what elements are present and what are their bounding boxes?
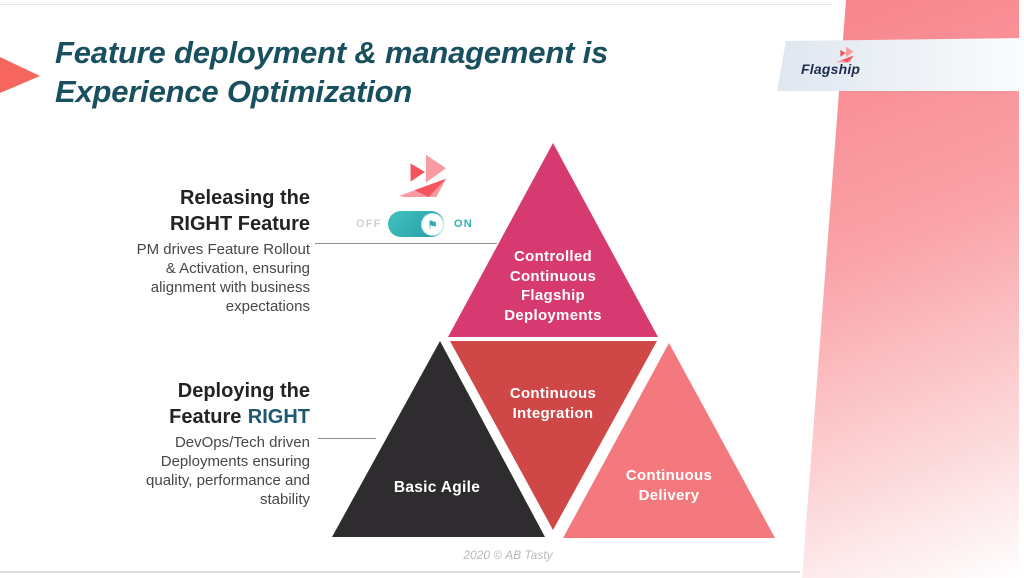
pyramid-label-basic-agile: Basic Agile [360, 478, 514, 498]
connector-line-bottom [318, 438, 376, 439]
heading-prefix: Feature [169, 406, 242, 428]
pyramid-segment-basic-agile [332, 341, 545, 537]
toggle-pill: ⚑ [388, 211, 444, 237]
flagship-logo-icon [836, 46, 854, 63]
pyramid-label-flagship-deployments: Controlled Continuous Flagship Deploymen… [478, 247, 628, 325]
pyramid-segment-continuous-delivery [563, 343, 775, 538]
body-line: DevOps/Tech driven [174, 434, 310, 451]
heading-line: Releasing the [179, 187, 310, 209]
annotation-releasing-right-feature: Releasing the RIGHT Feature PM drives Fe… [118, 185, 310, 316]
copyright-text: 2020 © AB Tasty [463, 548, 553, 562]
title-line-1: Feature deployment & management is [55, 35, 609, 70]
label-line: Basic Agile [393, 479, 481, 496]
label-line: Deployments [504, 306, 602, 324]
heading-line: Deploying the [177, 380, 310, 402]
heading-line: RIGHT Feature [169, 213, 310, 235]
pyramid-label-continuous-delivery: Continuous Delivery [594, 466, 744, 505]
flagship-boat-icon [399, 154, 447, 197]
brand-wordmark: Flagship [801, 61, 861, 77]
annotation-body: PM drives Feature Rollout & Activation, … [118, 240, 310, 316]
body-line: & Activation, ensuring [165, 260, 310, 277]
feature-toggle: OFF ⚑ ON [356, 210, 488, 240]
label-line: Integration [512, 404, 594, 422]
body-line: quality, performance and [146, 472, 310, 489]
toggle-on-label: ON [454, 218, 473, 230]
label-line: Continuous [509, 385, 597, 402]
label-line: Continuous [509, 267, 597, 285]
label-line: Controlled [514, 248, 592, 265]
body-line: PM drives Feature Rollout [136, 241, 310, 258]
annotation-heading: Releasing the RIGHT Feature [118, 185, 310, 237]
pyramid-label-continuous-integration: Continuous Integration [478, 384, 628, 423]
body-line: Deployments ensuring [160, 453, 310, 470]
connector-line-top [315, 243, 497, 244]
side-band-shape [802, 0, 1019, 578]
body-line: expectations [225, 298, 310, 315]
page-title: Feature deployment & management is Exper… [55, 33, 608, 111]
label-line: Flagship [520, 287, 586, 304]
title-line-2: Experience Optimization [55, 74, 413, 109]
annotation-body: DevOps/Tech driven Deployments ensuring … [118, 433, 310, 509]
body-line: stability [259, 491, 310, 508]
label-line: Delivery [638, 486, 700, 504]
left-accent-triangle [0, 57, 40, 93]
slide-bottom-edge [0, 571, 800, 573]
toggle-knob-flag-icon: ⚑ [421, 213, 444, 236]
heading-highlight: RIGHT [247, 406, 310, 428]
body-line: alignment with business [150, 279, 310, 296]
toggle-off-label: OFF [356, 218, 382, 230]
slide-top-edge [0, 4, 832, 5]
label-line: Continuous [625, 467, 713, 484]
